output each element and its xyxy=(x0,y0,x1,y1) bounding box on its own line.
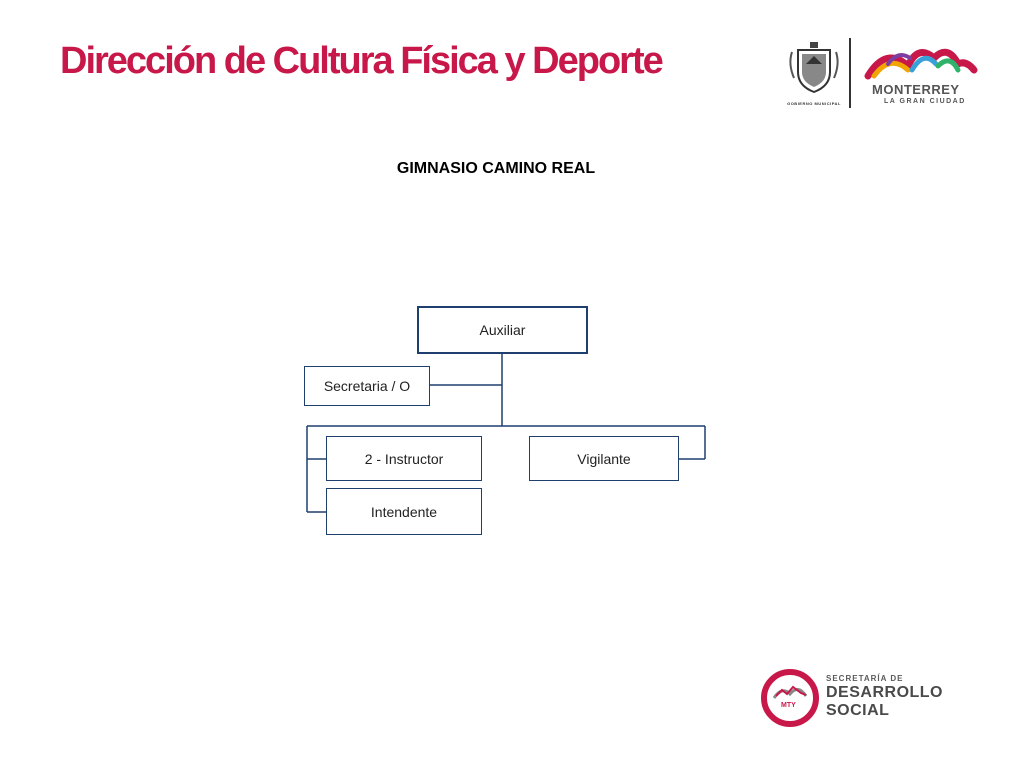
node-auxiliar: Auxiliar xyxy=(417,306,588,354)
node-secretaria: Secretaria / O xyxy=(304,366,430,406)
monterrey-mountains-icon xyxy=(864,48,978,80)
sds-line3: SOCIAL xyxy=(826,702,890,719)
monterrey-logo: MONTERREY LA GRAN CIUDAD xyxy=(858,40,984,110)
chart-subtitle: GIMNASIO CAMINO REAL xyxy=(396,160,596,177)
node-label: 2 - Instructor xyxy=(364,450,444,467)
node-label: Secretaria / O xyxy=(323,378,411,394)
sds-line2: DESARROLLO xyxy=(826,684,943,701)
sds-circle-icon xyxy=(761,669,819,727)
monterrey-name: MONTERREY xyxy=(872,82,960,97)
node-intendente: Intendente xyxy=(326,488,482,535)
monterrey-tagline: LA GRAN CIUDAD xyxy=(884,98,966,105)
coat-of-arms-icon xyxy=(789,42,839,94)
gobierno-municipal-logo: GOBIERNO MUNICIPAL xyxy=(784,40,844,108)
sds-badge: MTY xyxy=(781,702,796,709)
gobierno-caption: GOBIERNO MUNICIPAL xyxy=(787,101,841,106)
page-title: Dirección de Cultura Física y Deporte xyxy=(60,40,664,82)
node-instructor: 2 - Instructor xyxy=(326,436,482,481)
connector-lines xyxy=(306,354,706,513)
node-label: Intendente xyxy=(370,503,438,520)
node-label: Auxiliar xyxy=(479,322,526,338)
desarrollo-social-logo: MTY SECRETARÍA DE DESARROLLO SOCIAL xyxy=(760,668,960,728)
node-label: Vigilante xyxy=(577,450,631,467)
sds-line1: SECRETARÍA DE xyxy=(826,674,904,683)
node-vigilante: Vigilante xyxy=(529,436,679,481)
logo-divider xyxy=(849,38,851,108)
